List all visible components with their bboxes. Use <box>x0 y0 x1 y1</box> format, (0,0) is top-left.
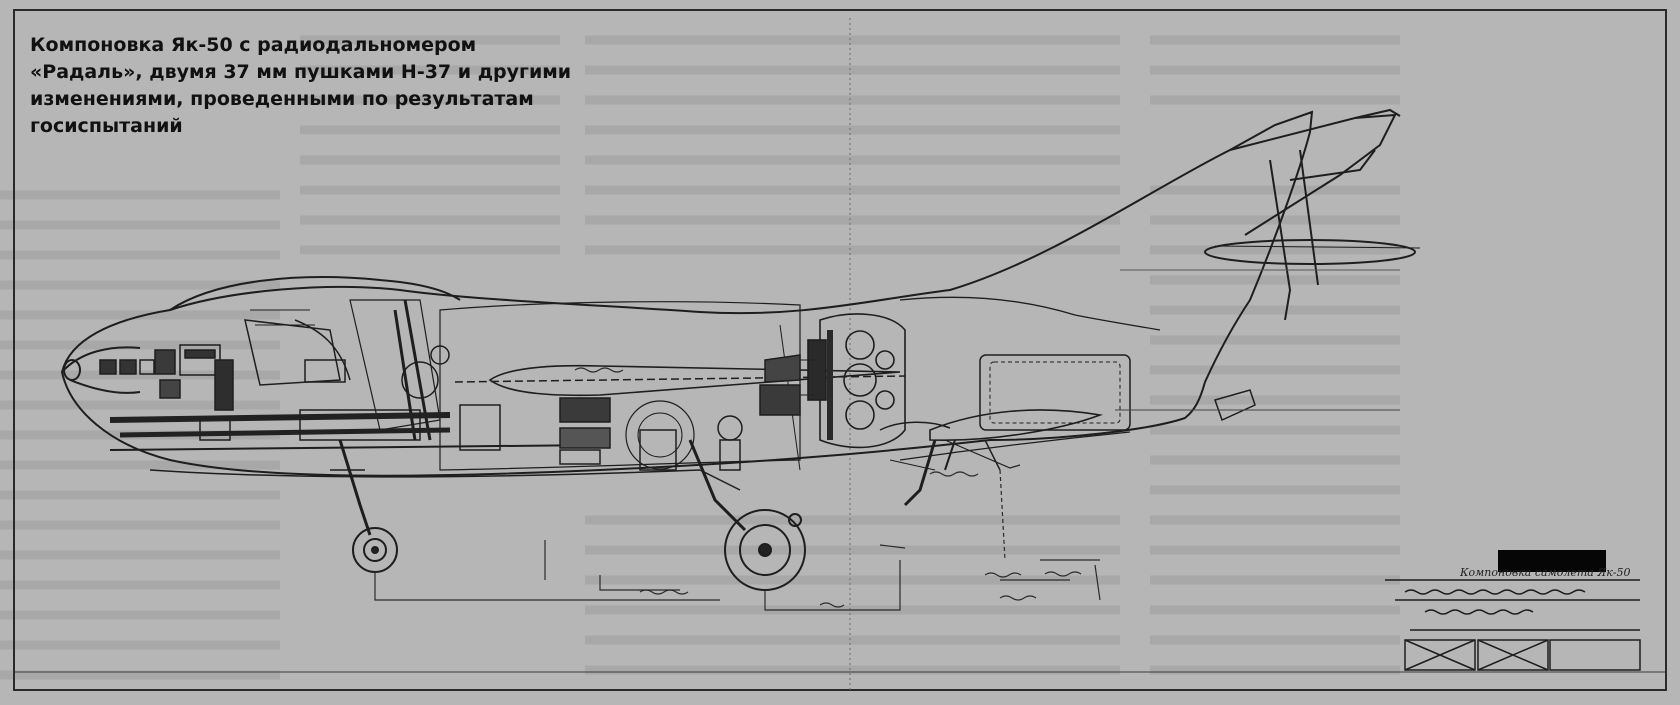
title-block-label: Компоновка самолета Як-50 <box>1460 566 1631 579</box>
tail-assembly <box>1204 108 1421 321</box>
redaction-block <box>1498 550 1606 572</box>
drawing-border <box>13 9 1667 691</box>
figure-caption: Компоновка Як-50 с радиодальномером «Рад… <box>30 32 610 140</box>
handwritten-callouts <box>574 367 1082 608</box>
leader-lines <box>374 469 1101 611</box>
caption-line-4: госиспытаний <box>30 115 183 137</box>
engine <box>779 313 906 471</box>
caption-line-2: «Радаль», двумя 37 мм пушками Н-37 и дру… <box>30 61 572 83</box>
cockpit-equipment <box>99 299 801 471</box>
caption-line-1: Компоновка Як-50 с радиодальномером <box>30 34 477 56</box>
caption-line-3: изменениями, проведенными по результатам <box>30 88 534 110</box>
title-block <box>1385 579 1641 671</box>
